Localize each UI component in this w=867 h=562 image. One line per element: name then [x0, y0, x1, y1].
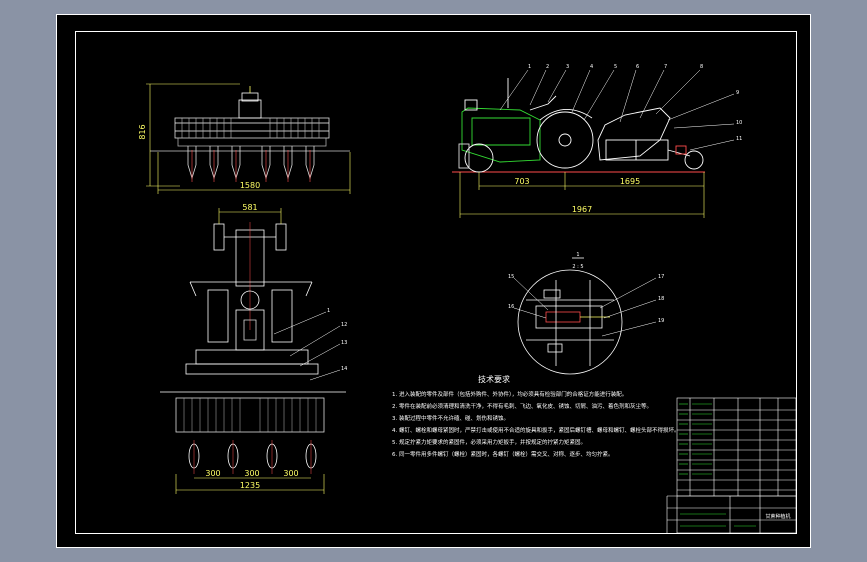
- technical-notes: 技术要求 1. 进入装配的零件及部件（包括外购件、外协件），均必须具有检验部门的…: [392, 374, 680, 458]
- leader-label: 1: [528, 64, 531, 70]
- side-view-leader-labels: 1 2 3 4 5 6 7 8 9 10 11: [528, 64, 742, 142]
- side-view: [452, 69, 735, 218]
- top-width-dim: 581: [242, 203, 257, 212]
- leader-label: 10: [736, 120, 742, 126]
- leader-label: 8: [700, 64, 703, 70]
- title-block: [666, 397, 797, 534]
- detail-labels: 1 2 : 5 15 16 17 18 19: [508, 252, 664, 324]
- leader-label: 17: [658, 274, 664, 280]
- note-line: 6. 同一零件用多件螺钉（螺栓）紧固时，各螺钉（螺栓）需交叉、对称、逐步、均匀拧…: [392, 450, 614, 458]
- front-height-dim: 816: [138, 124, 147, 139]
- leader-label: 11: [736, 136, 742, 142]
- leader-label: 16: [508, 304, 514, 310]
- spacing-dim: 300: [205, 469, 220, 478]
- top-view: [160, 208, 346, 494]
- leader-label: 15: [508, 274, 514, 280]
- outer-border: [56, 14, 811, 548]
- leader-label: 18: [658, 296, 664, 302]
- detail-view: [513, 257, 657, 375]
- drawing-title: 甘蔗种植机: [765, 513, 790, 520]
- leader-label: 13: [341, 340, 347, 346]
- note-line: 4. 螺钉、螺栓和螺母紧固时，严禁打击或使用不合适的旋具和扳手，紧固后螺钉槽、螺…: [392, 426, 680, 434]
- spacing-dim: 300: [244, 469, 259, 478]
- top-total-dim: 1235: [240, 481, 260, 490]
- leader-label: 19: [658, 318, 664, 324]
- side-dim-left: 703: [514, 177, 529, 186]
- leader-label: 5: [614, 64, 617, 70]
- leader-label: 14: [341, 366, 347, 372]
- notes-heading: 技术要求: [478, 374, 510, 384]
- detail-scale: 2 : 5: [572, 264, 583, 270]
- note-line: 1. 进入装配的零件及部件（包括外购件、外协件），均必须具有检验部门的合格证方能…: [392, 390, 627, 398]
- note-line: 2. 零件在装配前必须清理和清洗干净，不得有毛刺、飞边、氧化皮、锈蚀、切屑、油污…: [392, 402, 652, 410]
- inner-border: [75, 31, 797, 534]
- front-view: [146, 83, 351, 194]
- leader-label: 7: [664, 64, 667, 70]
- spacing-dim: 300: [283, 469, 298, 478]
- front-width-dim: 1580: [240, 181, 260, 190]
- side-dim-total: 1967: [572, 205, 592, 214]
- side-dim-right: 1695: [620, 177, 640, 186]
- leader-label: 2: [546, 64, 549, 70]
- top-view-leader-labels: 1 12 13 14: [327, 308, 347, 372]
- leader-label: 4: [590, 64, 593, 70]
- note-line: 5. 规定拧紧力矩要求的紧固件，必须采用力矩扳手，并按规定的拧紧力矩紧固。: [392, 438, 586, 446]
- leader-label: 3: [566, 64, 569, 70]
- leader-label: 12: [341, 322, 347, 328]
- leader-label: 1: [327, 308, 330, 314]
- drawing-sheet: [56, 14, 811, 548]
- detail-number: 1: [576, 252, 579, 258]
- leader-label: 6: [636, 64, 639, 70]
- note-line: 3. 装配过程中零件不允许磕、碰、划伤和锈蚀。: [392, 414, 509, 422]
- leader-label: 9: [736, 90, 739, 96]
